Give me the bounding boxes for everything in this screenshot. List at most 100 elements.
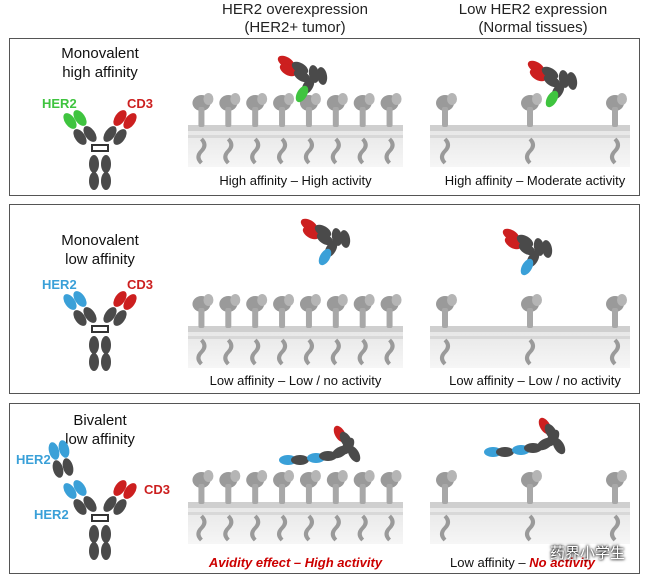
membrane-normal [430,294,630,368]
her2-receptor [380,93,402,165]
fab-lobe [83,126,97,142]
fc-lobe [101,542,111,560]
her2-receptor [606,470,627,542]
fc-lobe [89,172,99,190]
hinge [91,325,109,333]
her2-receptor [246,294,268,366]
caption-normal: Low affinity – Low / no activity [449,373,621,388]
fc-lobe [89,336,99,354]
fc-lobe [101,336,111,354]
panel-title: Monovalent high affinity [61,45,139,81]
cell-membrane [188,504,403,544]
caption-normal: High affinity – Moderate activity [444,173,626,188]
her2-receptor [606,93,627,165]
hinge [91,514,109,522]
column-header-low-her2: Low HER2 expression (Normal tissues) [458,1,608,36]
her2-receptor [521,93,542,165]
her2-binding-domain [63,483,77,499]
her2-receptor [219,470,241,542]
her2-binding-domain [295,85,309,103]
membrane-normal [430,470,630,544]
bound-antibody-tumor [277,55,328,103]
her2-receptor [299,294,321,366]
fc-lobe [101,172,111,190]
fc-lobe [89,155,99,173]
her2-receptor [273,470,295,542]
fab-lobe [52,460,64,478]
caption-tumor: High affinity – High activity [219,173,372,188]
her2-receptor [299,470,321,542]
membrane-tumor [188,93,403,167]
free-antibody-tumor [300,218,351,266]
fab-lobe [103,126,117,142]
panel-bivalent-low-affinity: Bivalent low affinity HER2 HER2 CD3 Avid… [9,403,640,574]
fab-lobe [73,499,87,515]
bivalent-antibody-diagram [48,440,137,560]
cd3-binding-domain [302,226,320,240]
fab-lobe [113,129,127,145]
fc-lobe [101,353,111,371]
her2-label: HER2 [42,96,77,111]
cd3-label: CD3 [127,96,154,111]
her2-binding-domain [48,442,60,460]
her2-receptor [353,93,375,165]
her2-receptor [192,93,214,165]
fab-lobe [339,431,353,449]
cd3-binding-domain [504,236,522,250]
her2-receptor [326,93,348,165]
fab-lobe [543,74,561,88]
her2-receptor [606,294,627,366]
fc-lobe [101,525,111,543]
fab-lobe [291,455,309,465]
cd3-binding-domain [529,68,547,82]
her2-label-bottom: HER2 [34,507,69,522]
her2-binding-domain [545,90,559,108]
fab-lobe [73,129,87,145]
fab-lobe [496,447,514,457]
cd3-binding-domain [113,110,127,126]
her2-receptor [192,470,214,542]
her2-receptor [353,294,375,366]
fc-lobe [89,353,99,371]
fc-lobe [566,72,578,90]
cd3-binding-domain [113,291,127,307]
her2-receptor [326,294,348,366]
her2-binding-domain [73,110,87,126]
her2-binding-domain [73,291,87,307]
her2-binding-domain [73,480,87,496]
panel-title: Monovalent low affinity [61,232,139,268]
panel-title: Bivalent low affinity [65,412,135,448]
fab-lobe [544,423,558,441]
her2-receptor [326,470,348,542]
fab-lobe [83,307,97,323]
antibody-diagram [63,110,137,190]
her2-receptor [353,470,375,542]
her2-binding-domain [58,440,70,458]
cell-membrane [188,328,403,368]
her2-label: HER2 [42,277,77,292]
free-bivalent-antibody-normal [484,417,566,457]
her2-receptor [246,93,268,165]
bound-bivalent-antibody-tumor [279,425,361,465]
antibody-diagram [63,291,137,371]
cd3-binding-domain [123,294,137,310]
watermark: 药界小学生 [549,545,625,562]
column-header-her2-overexpression: HER2 overexpression (HER2+ tumor) [222,1,368,36]
fab-lobe [293,69,311,83]
membrane-tumor [188,294,403,368]
fab-lobe [113,310,127,326]
cd3-binding-domain [123,483,137,499]
fab-lobe [518,242,536,256]
fab-lobe [73,310,87,326]
fab-lobe [103,496,117,512]
caption-tumor: Low affinity – Low / no activity [209,373,382,388]
her2-binding-domain [63,113,77,129]
cd3-binding-domain [123,113,137,129]
her2-receptor [273,93,295,165]
panel-monovalent-high-affinity: Monovalent high affinity HER2 CD3 High a… [9,38,640,196]
her2-receptor [246,470,268,542]
her2-label-top: HER2 [16,452,51,467]
cd3-binding-domain [113,480,127,496]
cd3-label: CD3 [127,277,154,292]
her2-receptor [219,93,241,165]
